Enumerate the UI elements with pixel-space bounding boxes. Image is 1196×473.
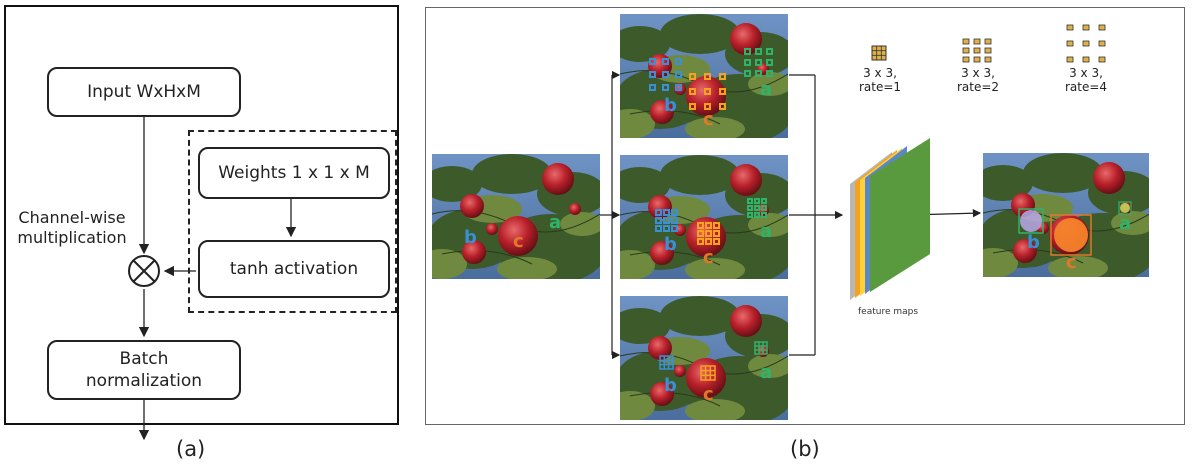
batch-norm-box: Batch normalization — [47, 340, 241, 400]
feature-maps-stack — [850, 138, 930, 300]
kernel-c-medium — [697, 222, 720, 245]
kernel-b-small — [659, 355, 674, 370]
middle-photo-label-c: c — [703, 247, 714, 268]
attention-branch-frame — [188, 130, 397, 313]
detection-b — [1020, 210, 1042, 232]
input-photo-label-a: a — [549, 212, 562, 233]
detection-c — [1054, 218, 1088, 252]
kernel-b-medium — [655, 209, 678, 232]
kernel-rate-2-label: 3 x 3, rate=2 — [956, 66, 1000, 94]
kernel-a-small — [754, 341, 768, 355]
kernel-rate-1-label: 3 x 3, rate=1 — [858, 66, 902, 94]
photo-rate-2 — [620, 155, 788, 279]
input-label: Input WxHxM — [87, 82, 201, 102]
caption-b: (b) — [790, 437, 820, 461]
panel-b-frame — [425, 7, 1185, 425]
middle-photo-label-a: a — [760, 221, 773, 242]
feature-maps-label: feature maps — [858, 307, 919, 317]
kernel-rate-4-icon — [1066, 24, 1106, 63]
top-photo-label-a: a — [760, 79, 773, 100]
kernel-c-small — [700, 365, 716, 381]
detection-a — [1120, 203, 1130, 213]
bottom-photo-label-c: c — [703, 384, 714, 405]
weights-box: Weights 1 x 1 x M — [198, 147, 390, 199]
kernel-c-large — [689, 73, 726, 110]
tanh-label: tanh activation — [229, 259, 359, 279]
bottom-photo-label-a: a — [760, 362, 773, 383]
channel-wise-label: Channel-wise multiplication — [17, 208, 127, 247]
output-label-b: b — [1027, 232, 1040, 253]
kernel-rate-1-icon — [871, 45, 887, 61]
top-photo-label-b: b — [664, 95, 677, 116]
panel-a-frame — [4, 5, 399, 425]
photo-rate-4 — [620, 14, 788, 138]
kernel-a-large — [744, 48, 773, 77]
kernel-rate-2-icon — [962, 38, 992, 63]
kernel-b-large — [649, 58, 682, 91]
kernel-a-medium — [747, 198, 767, 218]
output-label-c: c — [1066, 252, 1077, 273]
weights-label: Weights 1 x 1 x M — [218, 163, 370, 183]
top-photo-label-c: c — [703, 109, 714, 130]
bottom-photo-label-b: b — [664, 375, 677, 396]
kernel-rate-4-label: 3 x 3, rate=4 — [1064, 66, 1108, 94]
multiply-icon — [128, 255, 160, 287]
caption-a: (a) — [176, 437, 206, 461]
input-box: Input WxHxM — [47, 67, 241, 117]
output-photo — [983, 153, 1149, 277]
batch-norm-label: Batch normalization — [85, 349, 203, 391]
input-photo-label-c: c — [513, 231, 524, 252]
tanh-box: tanh activation — [198, 240, 390, 298]
input-photo-label-b: b — [464, 227, 477, 248]
photo-rate-1 — [620, 296, 788, 420]
output-label-a: a — [1119, 213, 1132, 234]
middle-photo-label-b: b — [664, 234, 677, 255]
